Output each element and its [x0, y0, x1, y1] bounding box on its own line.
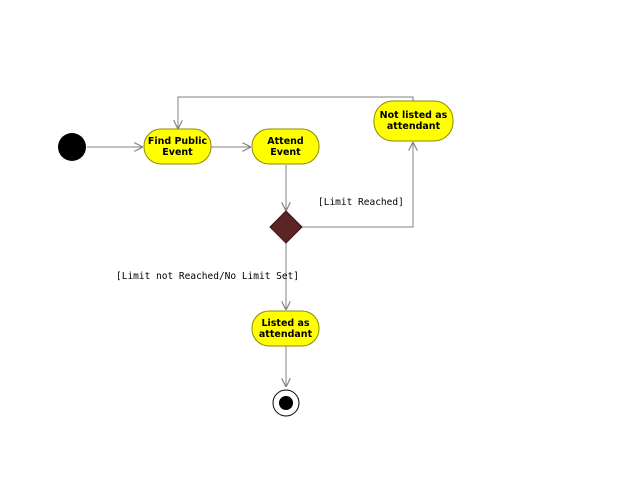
action-listed-as-attendant: Listed as attendant	[251, 310, 320, 347]
edge-decision-to-not-listed	[302, 142, 413, 228]
action-attend-event-line2: Event	[270, 147, 301, 158]
action-not-listed-line2: attendant	[387, 121, 441, 132]
edges	[87, 96, 414, 387]
edge-not-listed-to-find	[178, 96, 414, 129]
action-find-public-event-line2: Event	[162, 147, 193, 158]
action-not-listed-line1: Not listed as	[380, 110, 448, 121]
action-not-listed-as-attendant: Not listed as attendant	[373, 100, 454, 142]
initial-node	[58, 133, 86, 161]
action-attend-event-line1: Attend	[267, 136, 303, 147]
action-find-public-event: Find Public Event	[143, 128, 212, 165]
guard-limit-reached: [Limit Reached]	[318, 197, 404, 208]
guard-limit-not-reached: [Limit not Reached/No Limit Set]	[116, 271, 299, 282]
action-listed-line2: attendant	[259, 329, 313, 340]
action-listed-line1: Listed as	[261, 318, 309, 329]
final-node	[272, 389, 300, 417]
action-find-public-event-line1: Find Public	[148, 136, 207, 147]
action-attend-event: Attend Event	[251, 128, 320, 165]
decision-node	[269, 210, 303, 244]
